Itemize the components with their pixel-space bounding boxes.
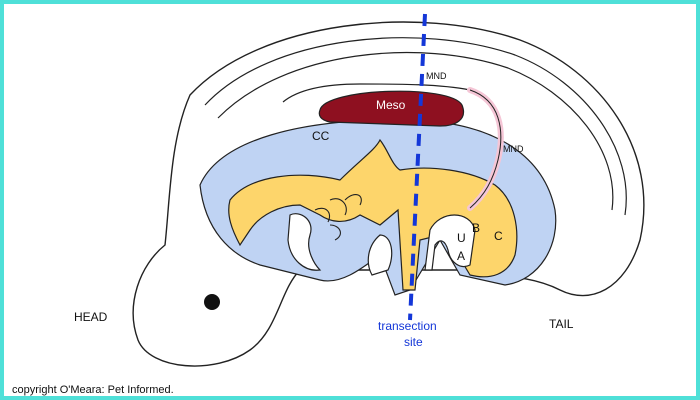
amnion-outer	[204, 37, 627, 216]
label-head: HEAD	[74, 310, 108, 324]
label-u: U	[457, 231, 466, 245]
eye	[204, 294, 220, 310]
label-cc: CC	[312, 129, 330, 143]
label-meso: Meso	[376, 98, 406, 112]
label-c: C	[494, 229, 503, 243]
transection-line	[408, 13, 427, 321]
label-mnd-right: MND	[503, 144, 524, 154]
label-transection-line2: site	[404, 335, 423, 349]
label-b: B	[472, 221, 480, 235]
gut-loop-mid	[367, 234, 393, 276]
gut-loop-left	[287, 213, 322, 271]
mesonephric-duct-outline	[469, 89, 502, 209]
label-tail: TAIL	[549, 317, 574, 331]
label-transection-line1: transection	[378, 319, 437, 333]
embryo-diagram: Meso CC MND MND B U C A HEAD TAIL transe…	[74, 13, 645, 367]
label-a: A	[457, 249, 465, 263]
copyright-caption: copyright O'Meara: Pet Informed.	[12, 384, 174, 396]
amnion-inner	[217, 51, 614, 211]
meso-structure	[318, 90, 464, 127]
tail-gut-loop	[424, 214, 476, 271]
yolk-region	[228, 138, 518, 291]
label-mnd-top: MND	[426, 71, 447, 81]
villi	[314, 194, 362, 241]
